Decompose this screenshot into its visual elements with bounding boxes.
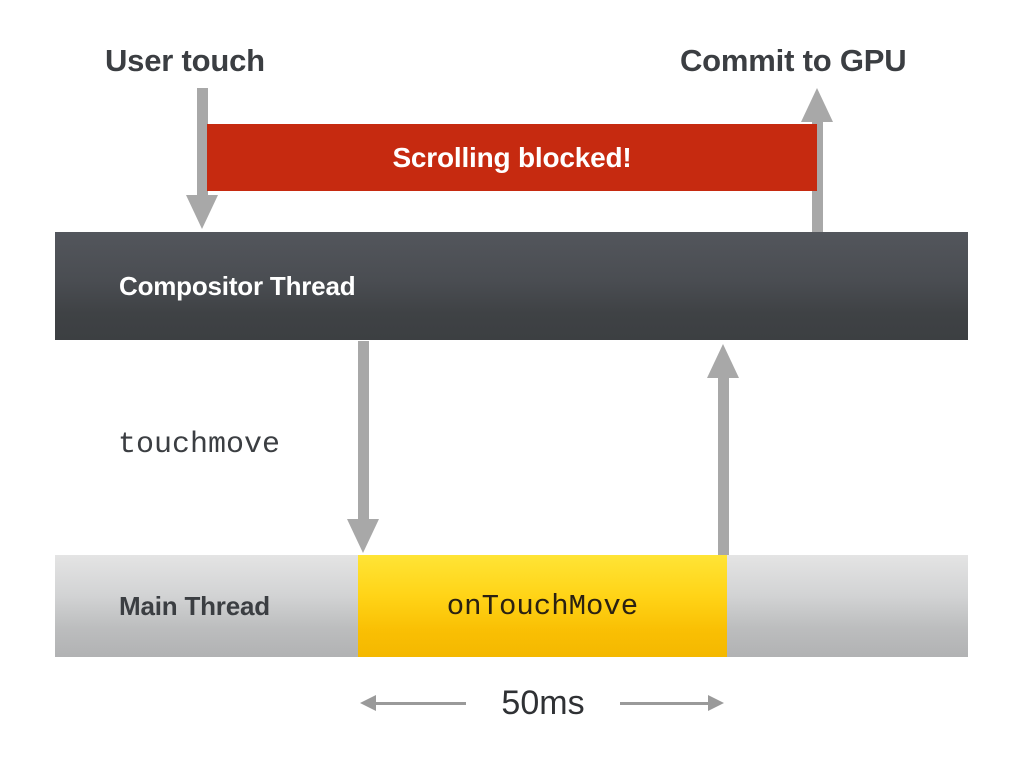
commit-to-gpu-arrow-shaft [812, 120, 823, 234]
touchmove-event-label: touchmove [118, 428, 281, 462]
handler-return-arrow-up-icon [707, 344, 739, 378]
measure-arrow-left-icon [360, 695, 376, 711]
compositor-thread-lane: Compositor Thread [55, 232, 968, 340]
main-thread-label: Main Thread [119, 590, 270, 621]
ontouchmove-handler-block: onTouchMove [358, 555, 727, 657]
touchmove-arrow-shaft [358, 341, 369, 521]
duration-measure: 50ms [360, 680, 726, 728]
measure-arrow-right-icon [708, 695, 724, 711]
measure-line-left [374, 702, 466, 705]
handler-return-arrow-shaft [718, 376, 729, 558]
user-touch-label: User touch [105, 43, 265, 78]
commit-to-gpu-label: Commit to GPU [680, 43, 907, 78]
duration-label: 50ms [501, 684, 585, 722]
compositor-thread-label: Compositor Thread [119, 270, 356, 301]
commit-to-gpu-arrow-up-icon [801, 88, 833, 122]
scrolling-blocked-label: Scrolling blocked! [392, 141, 632, 173]
touchmove-arrow-down-icon [347, 519, 379, 553]
ontouchmove-handler-label: onTouchMove [446, 589, 639, 623]
user-touch-arrow-shaft [197, 88, 208, 198]
user-touch-arrow-down-icon [186, 195, 218, 229]
measure-line-right [620, 702, 708, 705]
scrolling-blocked-bar: Scrolling blocked! [207, 124, 817, 191]
